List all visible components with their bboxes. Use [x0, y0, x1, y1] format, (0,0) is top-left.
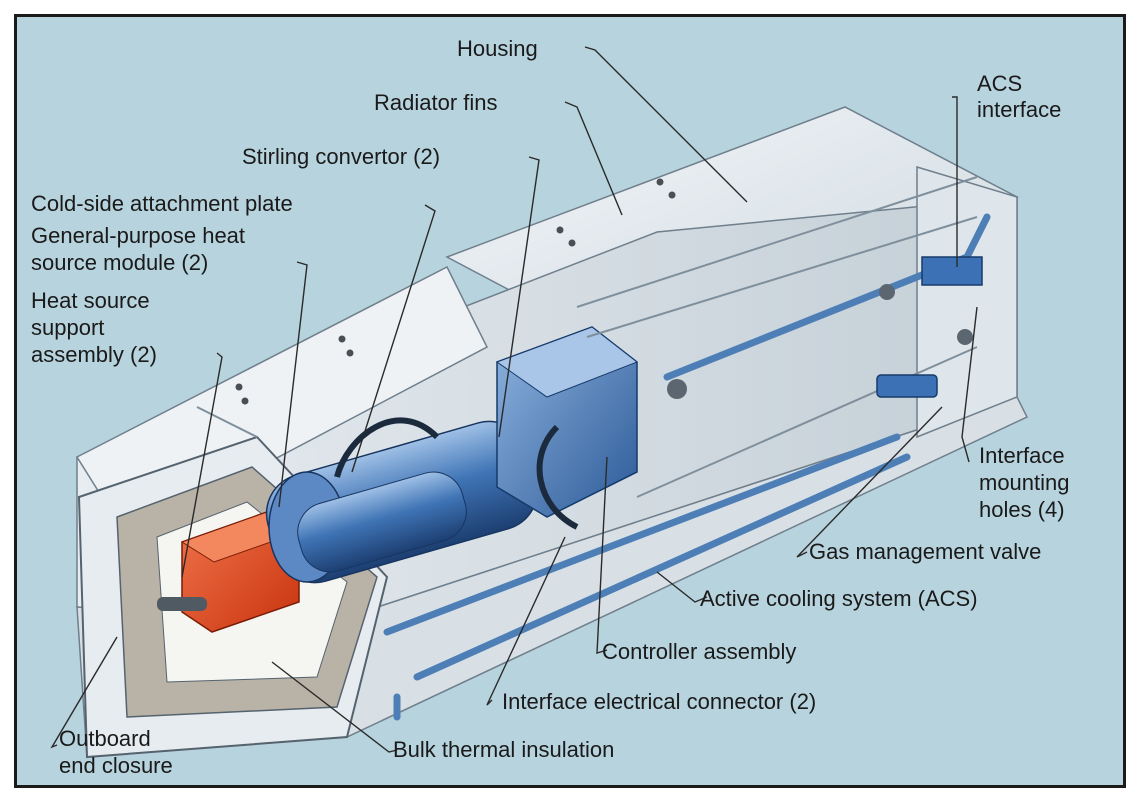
label-outboard-line2: end closure	[59, 753, 173, 778]
label-cold-side-plate: Cold-side attachment plate	[31, 191, 293, 216]
label-mounting-holes-line3: holes (4)	[979, 497, 1065, 522]
label-heat-support-line1: Heat source	[31, 288, 150, 313]
label-gas-valve: Gas management valve	[809, 539, 1042, 564]
label-gphs-line1: General-purpose heat	[31, 223, 246, 248]
label-radiator-fins: Radiator fins	[374, 90, 498, 115]
label-heat-support-line3: assembly (2)	[31, 342, 157, 367]
generator-illustration	[50, 46, 1029, 759]
label-acs-interface-line2: interface	[977, 97, 1062, 122]
label-bulk-insulation: Bulk thermal insulation	[393, 737, 615, 762]
label-active-cooling: Active cooling system (ACS)	[700, 586, 978, 611]
label-mounting-holes-line2: mounting	[979, 470, 1070, 495]
label-stirling-convertor: Stirling convertor (2)	[242, 144, 441, 169]
label-mounting-holes-line1: Interface	[979, 443, 1065, 468]
label-housing: Housing	[457, 36, 538, 61]
acs-interface-fitting	[921, 256, 983, 286]
housing-end	[916, 165, 1018, 439]
label-controller: Controller assembly	[602, 639, 797, 664]
label-gphs-line2: source module (2)	[31, 250, 209, 275]
diagram-frame: Housing Radiator fins Stirling convertor…	[14, 14, 1126, 788]
label-outboard-line1: Outboard	[59, 726, 151, 751]
label-heat-support-line2: support	[31, 315, 105, 340]
label-acs-interface-line1: ACS	[977, 71, 1023, 96]
label-electrical-connector: Interface electrical connector (2)	[502, 689, 817, 714]
